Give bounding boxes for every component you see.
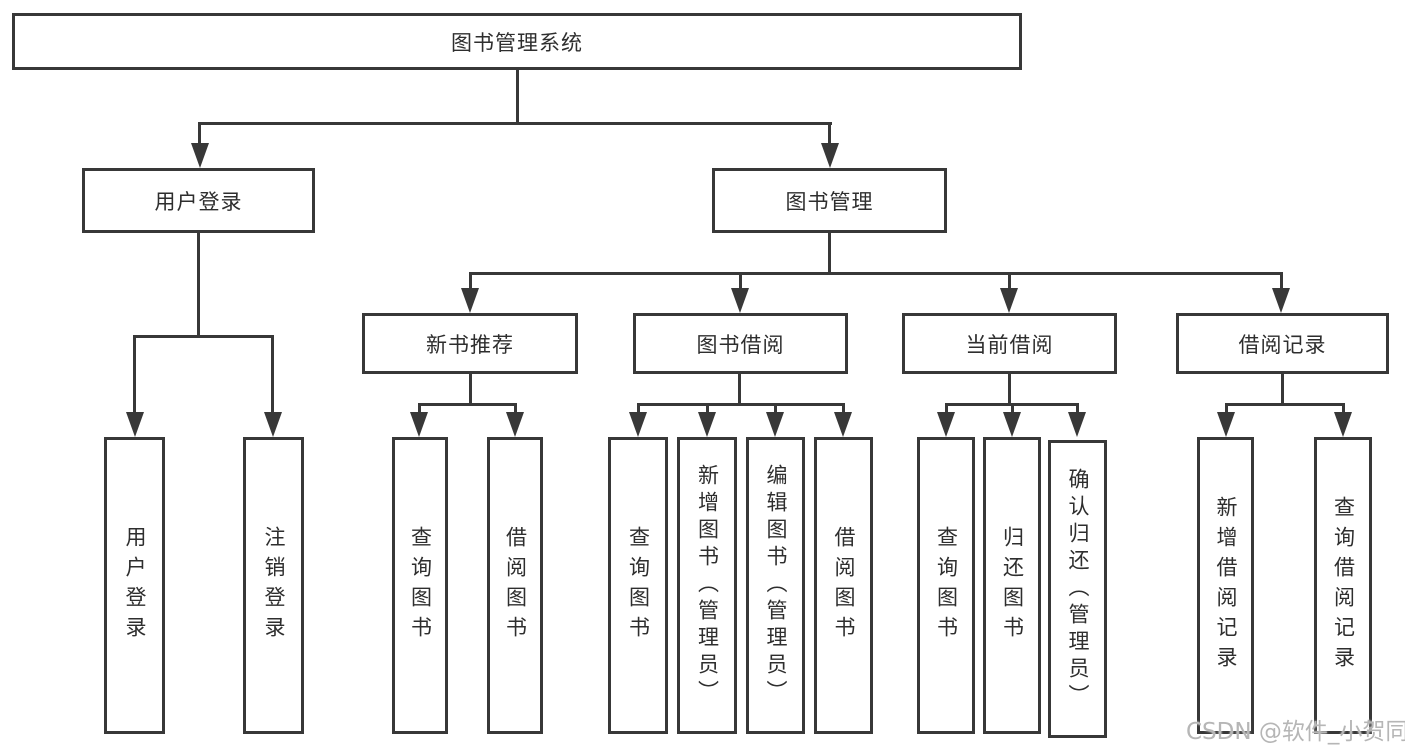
node-user-login-label: 用户登录: [154, 189, 243, 214]
connector-root-rail: [198, 122, 832, 125]
arrowhead-ul-logout: [264, 412, 282, 437]
node-book-borrow: 图书借阅: [633, 313, 848, 374]
connector-new-book-rail: [418, 403, 517, 406]
node-br-query-record: 查询借阅记录: [1314, 437, 1372, 734]
connector-borrow-records-stem: [1281, 373, 1284, 406]
connector-drop-borrow-records: [1280, 272, 1283, 292]
node-bb-add-books-admin-label: 新增图书（管理员）: [695, 464, 720, 707]
arrowhead-user-login: [191, 143, 209, 168]
connector-drop-nbr-query: [418, 403, 421, 417]
arrowhead-new-book: [461, 288, 479, 313]
node-library-system: 图书管理系统: [12, 13, 1022, 70]
connector-drop-bb-add: [706, 403, 709, 417]
node-new-book-recommend: 新书推荐: [362, 313, 578, 374]
node-cb-return-books: 归还图书: [983, 437, 1041, 734]
node-book-management-label: 图书管理: [785, 189, 874, 214]
connector-new-book-stem: [469, 373, 472, 406]
arrowhead-book-management: [821, 143, 839, 168]
arrowhead-ul-login: [126, 412, 144, 437]
node-bb-borrow-books: 借阅图书: [814, 437, 873, 734]
arrowhead-current-borrow: [1000, 288, 1018, 313]
node-nbr-borrow-books-label: 借阅图书: [503, 525, 528, 646]
node-bb-add-books-admin: 新增图书（管理员）: [677, 437, 737, 734]
connector-drop-book-borrow: [739, 272, 742, 292]
connector-user-login-rail: [133, 335, 274, 338]
node-cb-return-books-label: 归还图书: [1000, 525, 1025, 646]
node-user-login-action: 用户登录: [104, 437, 165, 734]
node-book-management: 图书管理: [712, 168, 947, 233]
connector-book-borrow-stem: [738, 373, 741, 406]
node-nbr-query-books: 查询图书: [392, 437, 448, 734]
connector-drop-bb-query: [637, 403, 640, 417]
connector-drop-cb-return: [1011, 403, 1014, 417]
connector-drop-br-query: [1342, 403, 1345, 417]
connector-drop-book-management: [828, 122, 831, 148]
arrowhead-cb-return: [1003, 412, 1021, 437]
arrowhead-bb-query: [629, 412, 647, 437]
arrowhead-br-query: [1334, 412, 1352, 437]
connector-book-management-stem: [828, 232, 831, 275]
node-br-add-record-label: 新增借阅记录: [1214, 495, 1238, 676]
arrowhead-br-add: [1217, 412, 1235, 437]
node-borrow-records-label: 借阅记录: [1238, 332, 1327, 357]
node-current-borrow: 当前借阅: [902, 313, 1117, 374]
node-bb-edit-books-admin: 编辑图书（管理员）: [746, 437, 805, 734]
arrowhead-book-borrow: [731, 288, 749, 313]
node-library-system-label: 图书管理系统: [451, 30, 583, 55]
connector-current-borrow-stem: [1008, 373, 1011, 406]
connector-user-login-stem: [197, 232, 200, 338]
csdn-watermark: CSDN @软件_小贺同学: [1186, 719, 1405, 745]
node-nbr-borrow-books: 借阅图书: [487, 437, 543, 734]
node-book-borrow-label: 图书借阅: [696, 332, 785, 357]
node-user-login-action-label: 用户登录: [123, 525, 147, 646]
node-cb-query-books: 查询图书: [917, 437, 975, 734]
node-br-query-record-label: 查询借阅记录: [1331, 495, 1356, 676]
connector-drop-user-login: [198, 122, 201, 148]
connector-drop-cb-query: [945, 403, 948, 417]
node-logout-action-label: 注销登录: [262, 525, 286, 646]
arrowhead-borrow-records: [1272, 288, 1290, 313]
connector-drop-new-book: [469, 272, 472, 292]
connector-root-stem: [516, 68, 519, 125]
node-borrow-records: 借阅记录: [1176, 313, 1389, 374]
node-nbr-query-books-label: 查询图书: [408, 525, 433, 646]
connector-borrow-records-rail: [1225, 403, 1345, 406]
connector-drop-nbr-borrow: [514, 403, 517, 417]
arrowhead-cb-query: [937, 412, 955, 437]
node-user-login: 用户登录: [82, 168, 315, 233]
node-cb-confirm-return-admin: 确认归还（管理员）: [1048, 440, 1107, 738]
connector-drop-cb-confirm: [1076, 403, 1079, 417]
connector-drop-bb-borrow: [842, 403, 845, 417]
arrowhead-cb-confirm: [1068, 412, 1086, 437]
connector-book-borrow-rail: [637, 403, 845, 406]
arrowhead-bb-borrow: [834, 412, 852, 437]
arrowhead-nbr-query: [410, 412, 428, 437]
arrowhead-bb-add: [698, 412, 716, 437]
arrowhead-bb-edit: [766, 412, 784, 437]
node-bb-query-books-label: 查询图书: [626, 525, 651, 646]
node-cb-query-books-label: 查询图书: [934, 525, 959, 646]
node-bb-borrow-books-label: 借阅图书: [832, 525, 856, 646]
node-br-add-record: 新增借阅记录: [1197, 437, 1254, 734]
node-bb-edit-books-admin-label: 编辑图书（管理员）: [764, 464, 788, 707]
arrowhead-nbr-borrow: [506, 412, 524, 437]
node-current-borrow-label: 当前借阅: [965, 332, 1054, 357]
node-cb-confirm-return-admin-label: 确认归还（管理员）: [1066, 467, 1090, 711]
node-logout-action: 注销登录: [243, 437, 304, 734]
connector-drop-bb-edit: [774, 403, 777, 417]
node-bb-query-books: 查询图书: [608, 437, 668, 734]
connector-drop-current-borrow: [1008, 272, 1011, 292]
connector-drop-br-add: [1225, 403, 1228, 417]
connector-book-management-rail: [469, 272, 1283, 275]
node-new-book-recommend-label: 新书推荐: [426, 332, 514, 357]
connector-drop-ul-logout: [271, 335, 274, 415]
connector-drop-ul-login: [133, 335, 136, 415]
